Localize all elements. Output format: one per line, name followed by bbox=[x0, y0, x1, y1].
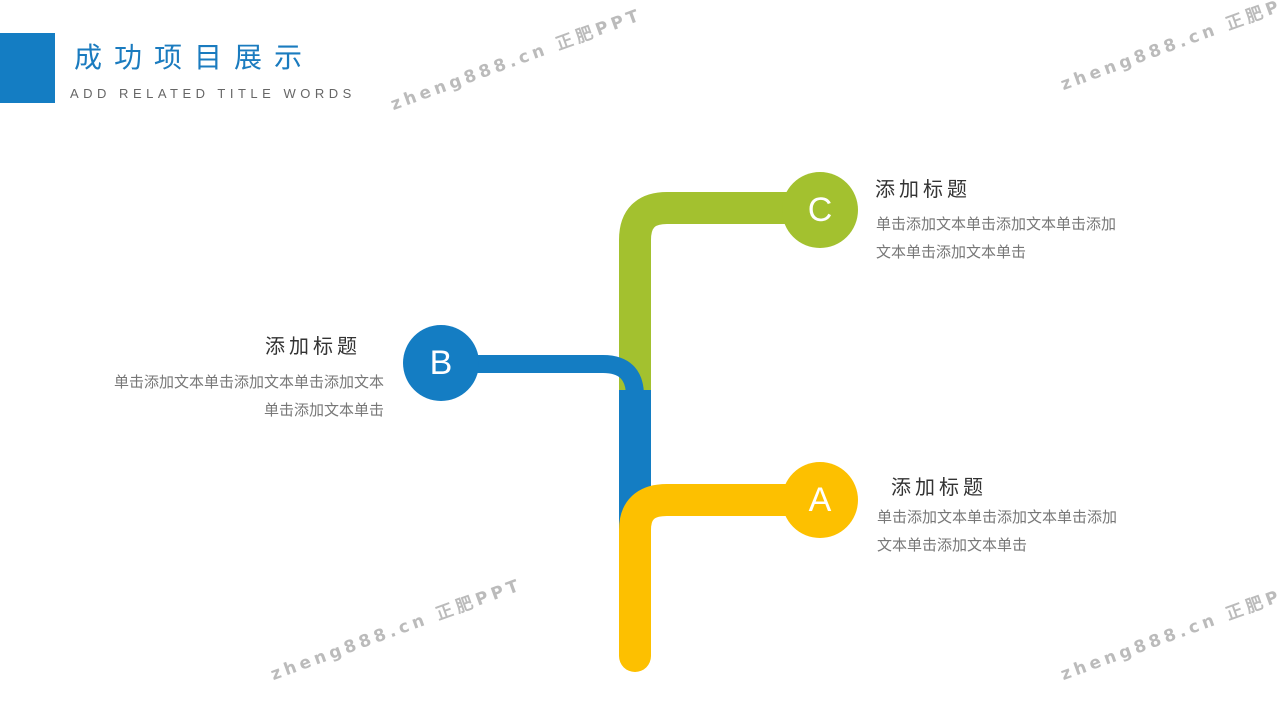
branch-yellow bbox=[619, 484, 816, 672]
branch-yellow-arm bbox=[626, 491, 800, 531]
node-b-text: 单击添加文本单击添加文本单击添加文本单击添加文本单击 bbox=[113, 373, 384, 419]
node-c-title: 添加标题 bbox=[875, 177, 971, 201]
branch-blue bbox=[440, 355, 644, 530]
node-b-title: 添加标题 bbox=[265, 334, 361, 358]
header-accent-block bbox=[0, 33, 55, 103]
node-c-text: 单击添加文本单击添加文本单击添加文本单击添加文本单击 bbox=[876, 215, 1117, 261]
node-c-circle: C bbox=[782, 172, 858, 248]
node-a-title: 添加标题 bbox=[891, 475, 987, 499]
branch-green bbox=[619, 192, 810, 400]
page-title: 成功项目展示 bbox=[74, 41, 315, 74]
node-a-circle: A bbox=[782, 462, 858, 538]
node-b-circle: B bbox=[403, 325, 479, 401]
page-subtitle: ADD RELATED TITLE WORDS bbox=[70, 86, 356, 101]
node-a-text: 单击添加文本单击添加文本单击添加文本单击添加文本单击 bbox=[877, 508, 1118, 554]
